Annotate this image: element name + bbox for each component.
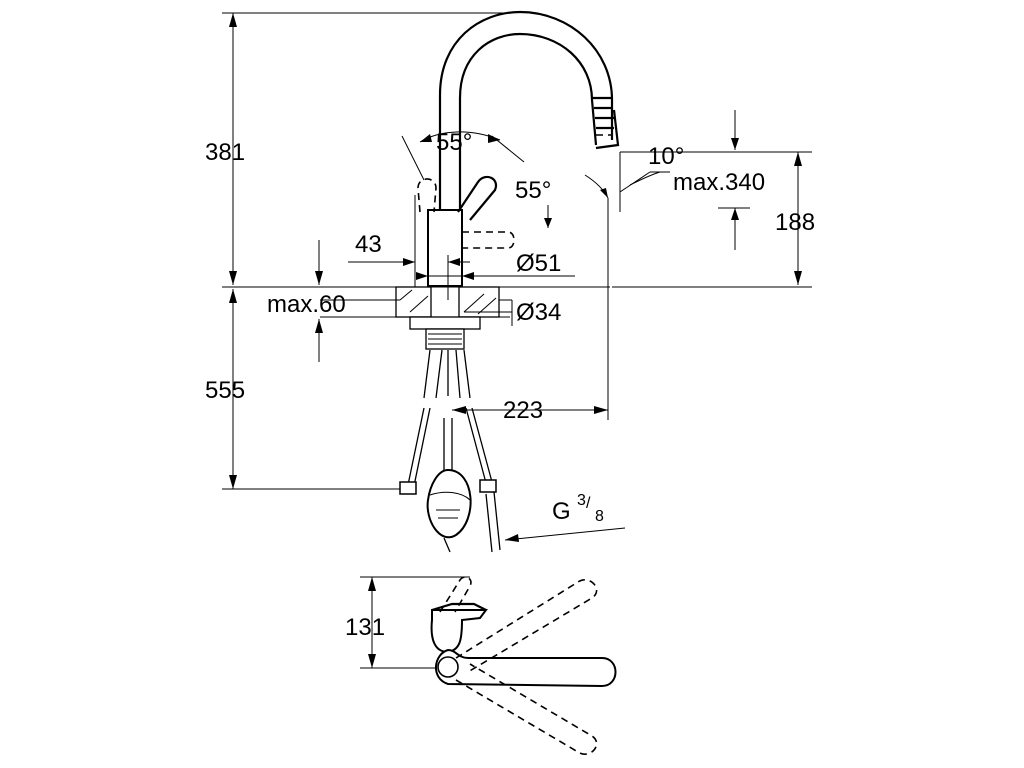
dim-angle-lever-side: 55° <box>515 177 551 204</box>
dim-thread-num: 3 <box>577 492 586 509</box>
dim-thread-den: 8 <box>595 508 604 525</box>
top-view-body <box>430 609 488 654</box>
thread-slash: / <box>586 495 591 512</box>
dim-diameter-body: Ø51 <box>516 250 561 277</box>
lever-dashed-right <box>462 231 515 249</box>
dim-below-deck: 555 <box>205 377 245 404</box>
spout-head <box>592 96 620 150</box>
lever-solid <box>457 175 498 221</box>
offset-diameter-dims <box>348 195 575 300</box>
dim-thread-main: G <box>552 498 571 525</box>
dim-spout-max: max.340 <box>673 169 765 196</box>
dim-height-total: 381 <box>205 139 245 166</box>
reach-dimension <box>452 198 609 420</box>
spout-dimensions <box>612 110 812 288</box>
hoses <box>399 349 501 553</box>
dim-offset: 43 <box>355 231 382 258</box>
lever-dashed-left <box>417 178 437 213</box>
top-view: 131 <box>345 576 617 755</box>
countertop <box>315 240 513 362</box>
spout-arc-inner <box>458 32 598 210</box>
weight <box>426 468 472 539</box>
angle-marks <box>401 131 609 228</box>
top-view-spout <box>435 648 617 688</box>
dim-angle-spout: 10° <box>648 143 684 170</box>
dim-top-view-depth: 131 <box>345 614 385 641</box>
spout-arc <box>438 10 614 210</box>
dim-reach: 223 <box>503 397 543 424</box>
dim-angle-lever-top: 55° <box>436 129 472 156</box>
thread-leader <box>504 527 626 542</box>
dim-deck-thickness: max.60 <box>267 291 346 318</box>
faucet-body <box>427 209 463 287</box>
dim-spout-outlet-height: 188 <box>775 209 815 236</box>
dim-diameter-hole: Ø34 <box>516 299 561 326</box>
side-view: 381 555 55° 55° <box>205 10 815 553</box>
